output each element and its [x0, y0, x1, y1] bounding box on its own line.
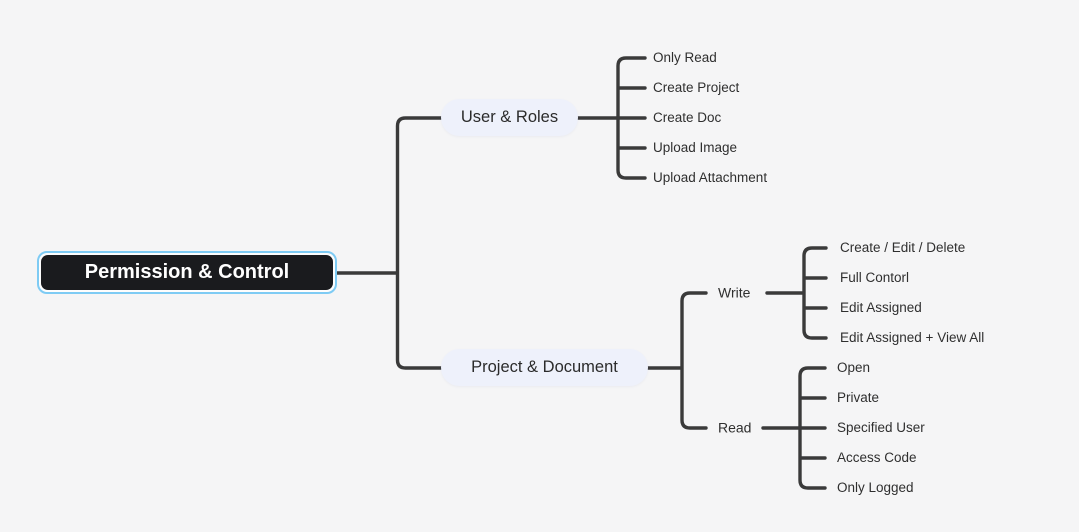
link-read-bracket — [761, 366, 827, 490]
link-write-bracket — [765, 246, 828, 340]
branch-node-user-roles[interactable]: User & Roles — [441, 99, 578, 136]
branch-node-project-document[interactable]: Project & Document — [441, 349, 648, 386]
leaf-edit-assigned-view-all[interactable]: Edit Assigned + View All — [840, 330, 985, 346]
leaf-upload-image[interactable]: Upload Image — [653, 140, 738, 156]
leaf-open[interactable]: Open — [837, 360, 871, 376]
leaf-edit-assigned[interactable]: Edit Assigned — [840, 300, 922, 316]
root-node-selection-ring[interactable]: Permission & Control — [37, 251, 337, 294]
leaf-private[interactable]: Private — [837, 390, 880, 406]
leaf-create-edit-delete[interactable]: Create / Edit / Delete — [840, 240, 966, 256]
leaf-only-read[interactable]: Only Read — [653, 50, 717, 66]
leaf-full-contorl[interactable]: Full Contorl — [840, 270, 910, 286]
link-project-document-split — [646, 291, 708, 430]
leaf-access-code[interactable]: Access Code — [837, 450, 917, 466]
subtopic-read[interactable]: Read — [718, 419, 752, 436]
leaf-create-project[interactable]: Create Project — [653, 80, 740, 96]
leaf-upload-attachment[interactable]: Upload Attachment — [653, 170, 768, 186]
leaf-create-doc[interactable]: Create Doc — [653, 110, 722, 126]
subtopic-write[interactable]: Write — [718, 284, 751, 301]
root-node[interactable]: Permission & Control — [41, 255, 333, 290]
leaf-only-logged[interactable]: Only Logged — [837, 480, 914, 496]
leaf-specified-user[interactable]: Specified User — [837, 420, 925, 436]
link-root-spine — [334, 116, 443, 370]
link-user-roles-bracket — [576, 56, 647, 180]
